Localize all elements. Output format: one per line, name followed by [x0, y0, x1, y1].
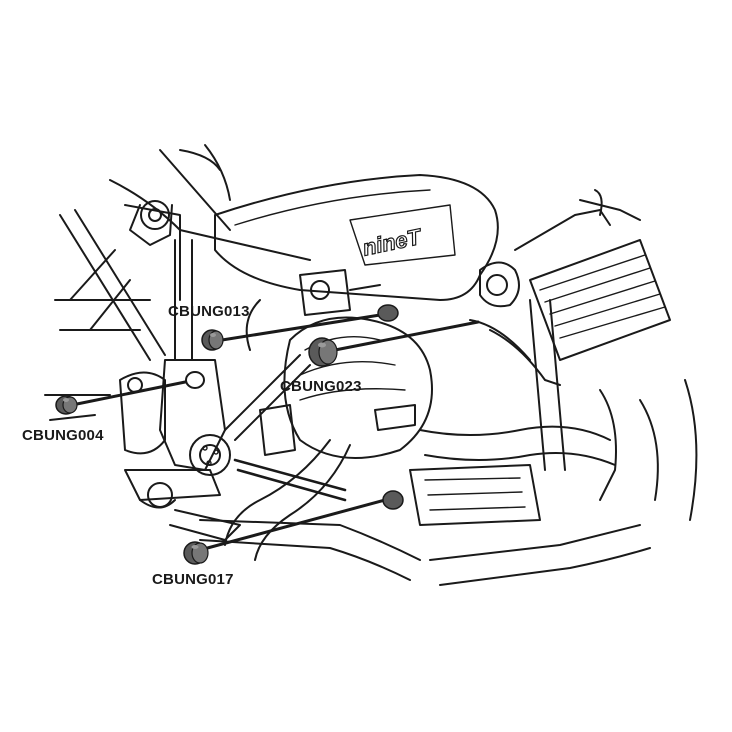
label-cbung013: CBUNG013	[168, 303, 250, 320]
cbung017-part[interactable]	[183, 541, 209, 565]
frame-holes	[185, 304, 404, 510]
cbung004-part[interactable]	[55, 395, 78, 415]
label-cbung017: CBUNG017	[152, 571, 234, 588]
leader-cbung004	[70, 378, 197, 407]
frame-linework	[44, 144, 347, 541]
label-cbung004: CBUNG004	[22, 427, 104, 444]
label-cbung023: CBUNG023	[280, 378, 362, 395]
cbung023-part[interactable]	[308, 337, 338, 367]
leader-cbung013	[220, 313, 382, 342]
leader-lines	[70, 313, 480, 552]
leader-cbung023	[333, 320, 480, 352]
leader-cbung017	[198, 498, 387, 552]
part-labels: CBUNG013 CBUNG023 CBUNG004 CBUNG017	[22, 303, 362, 588]
cbung013-part[interactable]	[201, 329, 224, 351]
engine-badge-text: nineT	[360, 224, 424, 261]
